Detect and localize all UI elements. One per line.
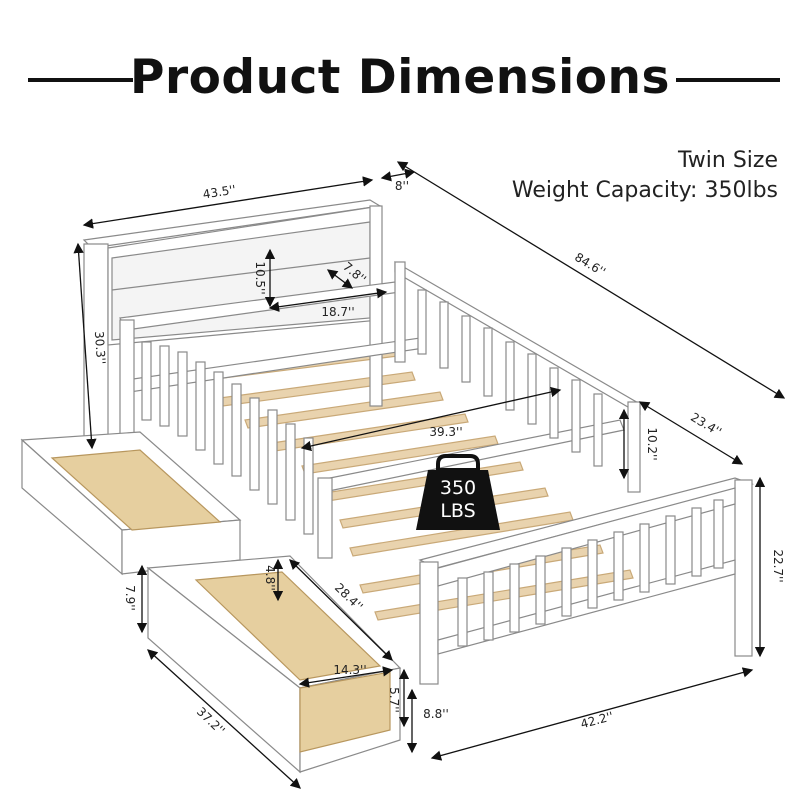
dimension-lines	[73, 161, 786, 789]
weight-badge	[416, 454, 500, 530]
bed-illustration	[20, 199, 755, 774]
dim-drawer-inner-depth: 5.7''	[387, 687, 401, 713]
dim-clearance: 8.8''	[423, 707, 449, 721]
dim-headboard-width: 43.5''	[202, 183, 237, 202]
title-bar: Product Dimensions	[0, 50, 800, 110]
title-rule-left	[28, 78, 133, 82]
dim-drawer-length: 37.2''	[194, 705, 228, 738]
dim-rail-length: 39.3''	[429, 425, 462, 439]
title-rule-right	[676, 78, 780, 82]
dim-rail-height: 10.2''	[645, 427, 659, 460]
dim-drawer-height: 7.9''	[123, 585, 137, 611]
footboard	[418, 477, 755, 685]
dim-footboard-height: 22.7''	[771, 549, 785, 582]
dim-drawer-inner-width: 14.3''	[333, 663, 366, 677]
dim-headboard-depth: 8''	[395, 179, 409, 193]
side-rail-left-balusters	[141, 341, 314, 535]
dim-footboard-width: 42.2''	[579, 709, 615, 731]
weight-badge-line1: 350	[440, 477, 476, 499]
dim-overall-length: 84.6''	[572, 250, 608, 279]
drawer-back	[20, 431, 242, 576]
dim-shelf-width: 18.7''	[321, 305, 354, 319]
dim-headboard-height: 30.3''	[92, 331, 108, 365]
page-title: Product Dimensions	[130, 50, 670, 105]
weight-badge-line2: LBS	[440, 500, 475, 522]
dim-shelf-height: 10.5''	[253, 261, 267, 294]
dim-drawer-inner-height: 4.8''	[263, 565, 277, 591]
